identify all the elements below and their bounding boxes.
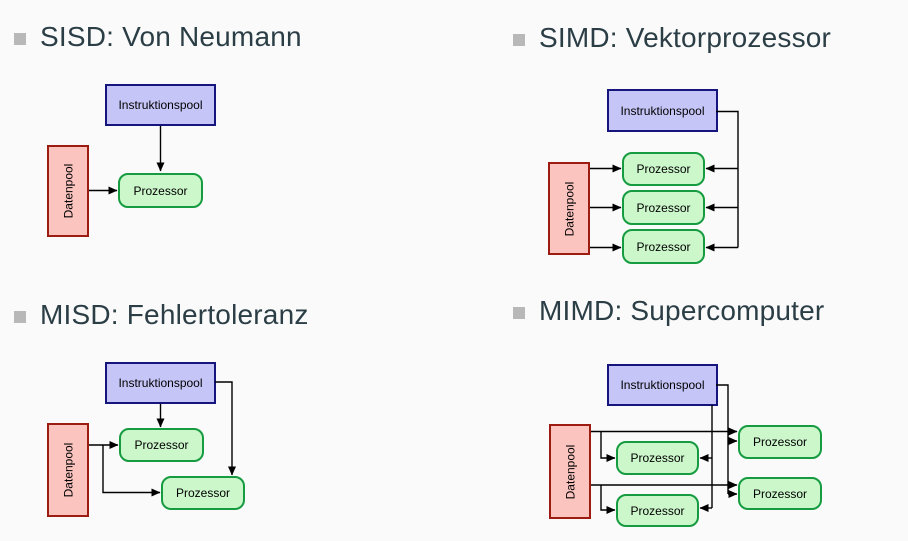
heading-sisd: SISD: Von Neumann xyxy=(14,20,302,54)
mimd-data-arrow-bottom-left xyxy=(600,485,616,514)
simd-processor-1-label: Prozessor xyxy=(636,162,691,176)
mimd-processor-bottom-left-label: Prozessor xyxy=(630,503,685,518)
mimd-processor-bottom-left-box: Prozessor xyxy=(616,494,699,527)
sisd-instruction-pool-label: Instruktionspool xyxy=(118,98,203,112)
heading-simd: SIMD: Vektorprozessor xyxy=(513,21,831,55)
mimd-processor-bottom-right-box: Prozessor xyxy=(738,477,822,510)
misd-instruction-pool-label: Instruktionspool xyxy=(118,376,203,390)
sisd-processor-box: Prozessor xyxy=(118,173,203,208)
simd-processor-3-box: Prozessor xyxy=(622,229,705,264)
simd-data-pool-label: Datenpool xyxy=(562,181,576,236)
mimd-data-arrow-top-left xyxy=(600,431,616,462)
bullet-square-icon xyxy=(14,32,26,45)
misd-instruction-arrow-2 xyxy=(215,381,236,476)
mimd-processor-top-right-label: Prozessor xyxy=(752,435,808,449)
mimd-processor-top-left-label: Prozessor xyxy=(630,451,685,465)
bullet-square-icon xyxy=(513,306,525,319)
simd-instruction-bus xyxy=(716,110,739,248)
misd-instruction-pool-box: Instruktionspool xyxy=(105,362,216,404)
mimd-instruction-pool-label: Instruktionspool xyxy=(620,378,705,392)
simd-instruction-pool-box: Instruktionspool xyxy=(607,89,718,132)
mimd-instruction-pool-box: Instruktionspool xyxy=(607,364,718,406)
bullet-square-icon xyxy=(513,33,525,46)
misd-processor-2-label: Prozessor xyxy=(175,486,231,500)
misd-processor-2-box: Prozessor xyxy=(161,476,245,510)
sisd-data-pool-box: Datenpool xyxy=(47,145,89,237)
simd-processor-1-box: Prozessor xyxy=(622,152,705,186)
mimd-data-pool-label: Datenpool xyxy=(563,444,577,499)
sisd-data-pool-label: Datenpool xyxy=(61,163,75,219)
misd-processor-1-label: Prozessor xyxy=(134,438,189,452)
simd-data-pool-box: Datenpool xyxy=(548,162,590,255)
simd-instruction-pool-label: Instruktionspool xyxy=(620,103,705,118)
heading-simd-label: SIMD: Vektorprozessor xyxy=(539,22,832,53)
mimd-processor-bottom-right-label: Prozessor xyxy=(752,486,808,501)
simd-processor-3-label: Prozessor xyxy=(636,239,691,254)
simd-processor-2-label: Prozessor xyxy=(636,200,691,215)
sisd-processor-label: Prozessor xyxy=(133,183,188,198)
heading-sisd-label: SISD: Von Neumann xyxy=(40,21,302,52)
heading-mimd: MIMD: Supercomputer xyxy=(513,294,824,328)
bullet-square-icon xyxy=(14,310,26,323)
misd-data-pool-label: Datenpool xyxy=(61,442,75,498)
heading-mimd-label: MIMD: Supercomputer xyxy=(539,295,825,326)
mimd-processor-top-right-box: Prozessor xyxy=(738,425,822,459)
heading-misd: MISD: Fehlertoleranz xyxy=(14,298,309,332)
sisd-instruction-pool-box: Instruktionspool xyxy=(105,84,216,126)
mimd-data-pool-box: Datenpool xyxy=(549,424,591,519)
heading-misd-label: MISD: Fehlertoleranz xyxy=(40,299,309,330)
misd-data-pool-box: Datenpool xyxy=(47,423,89,517)
misd-processor-1-box: Prozessor xyxy=(119,428,204,462)
simd-processor-2-box: Prozessor xyxy=(622,190,705,225)
mimd-processor-top-left-box: Prozessor xyxy=(616,441,699,475)
